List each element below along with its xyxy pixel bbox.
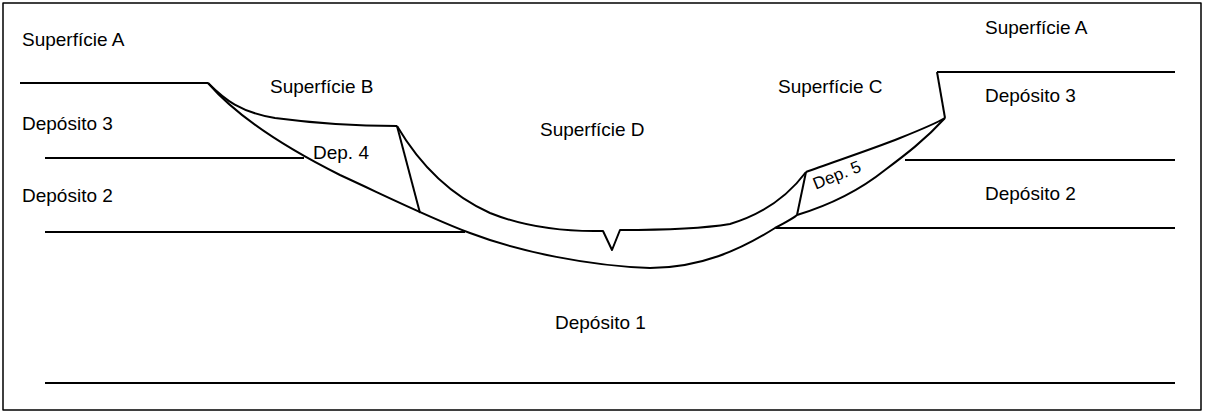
deposit-label: Dep. 4 — [313, 143, 369, 164]
surface-label: Superfície A — [985, 18, 1087, 39]
deposit-label: Dep. 5 — [810, 158, 863, 194]
surface-label: Superfície A — [22, 30, 124, 51]
deposit-label: Depósito 2 — [22, 186, 113, 207]
deposit-label: Depósito 1 — [555, 313, 646, 334]
deposit-label: Depósito 3 — [22, 114, 113, 135]
surface-label: Superfície C — [778, 77, 883, 98]
surface-label: Superfície B — [270, 77, 374, 98]
surface-label: Superfície D — [540, 120, 645, 141]
deposit-label: Depósito 3 — [985, 86, 1076, 107]
deposit-label: Depósito 2 — [985, 184, 1076, 205]
